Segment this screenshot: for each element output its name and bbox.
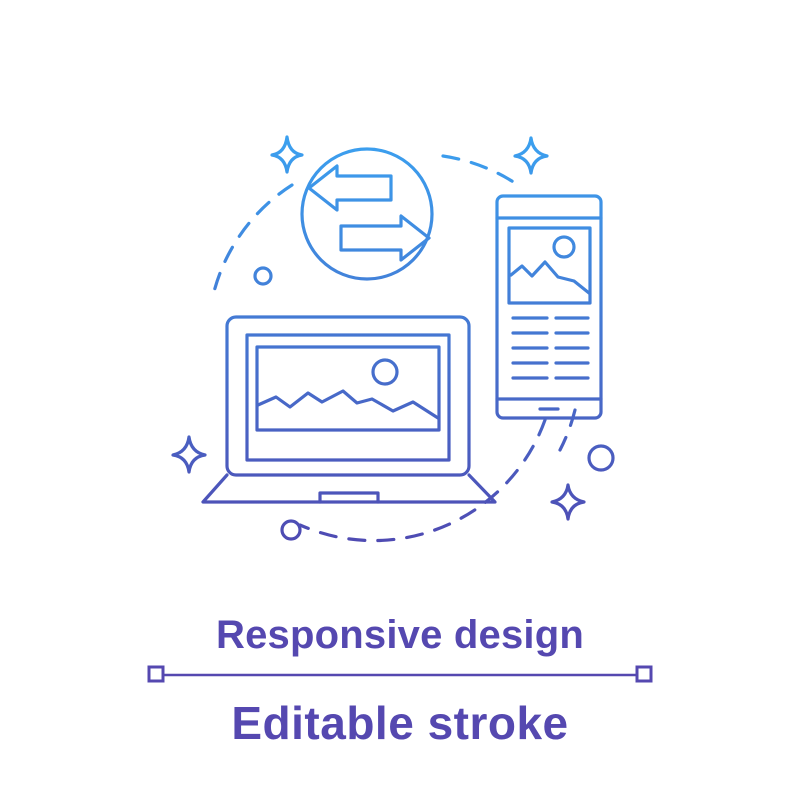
dot-icon	[280, 519, 302, 541]
image-icon	[507, 226, 592, 305]
swap-arrows-icon	[300, 147, 434, 281]
left-handle	[147, 665, 165, 683]
tablet-icon	[495, 194, 603, 420]
sparkle-icon	[513, 136, 549, 175]
sparkle-icon	[171, 435, 207, 474]
dot-icon	[587, 444, 615, 472]
tablet-text-lines	[511, 316, 590, 380]
dot-icon	[253, 266, 273, 286]
editable-stroke-divider	[147, 665, 653, 683]
dashed-orbit	[210, 154, 577, 543]
caption-title: Responsive design	[216, 613, 584, 657]
caption-subtitle: Editable stroke	[231, 697, 569, 749]
laptop-icon	[201, 315, 497, 504]
right-handle	[635, 665, 653, 683]
image-icon	[255, 345, 441, 432]
sparkle-icon	[270, 135, 304, 174]
sparkle-icon	[550, 483, 586, 521]
